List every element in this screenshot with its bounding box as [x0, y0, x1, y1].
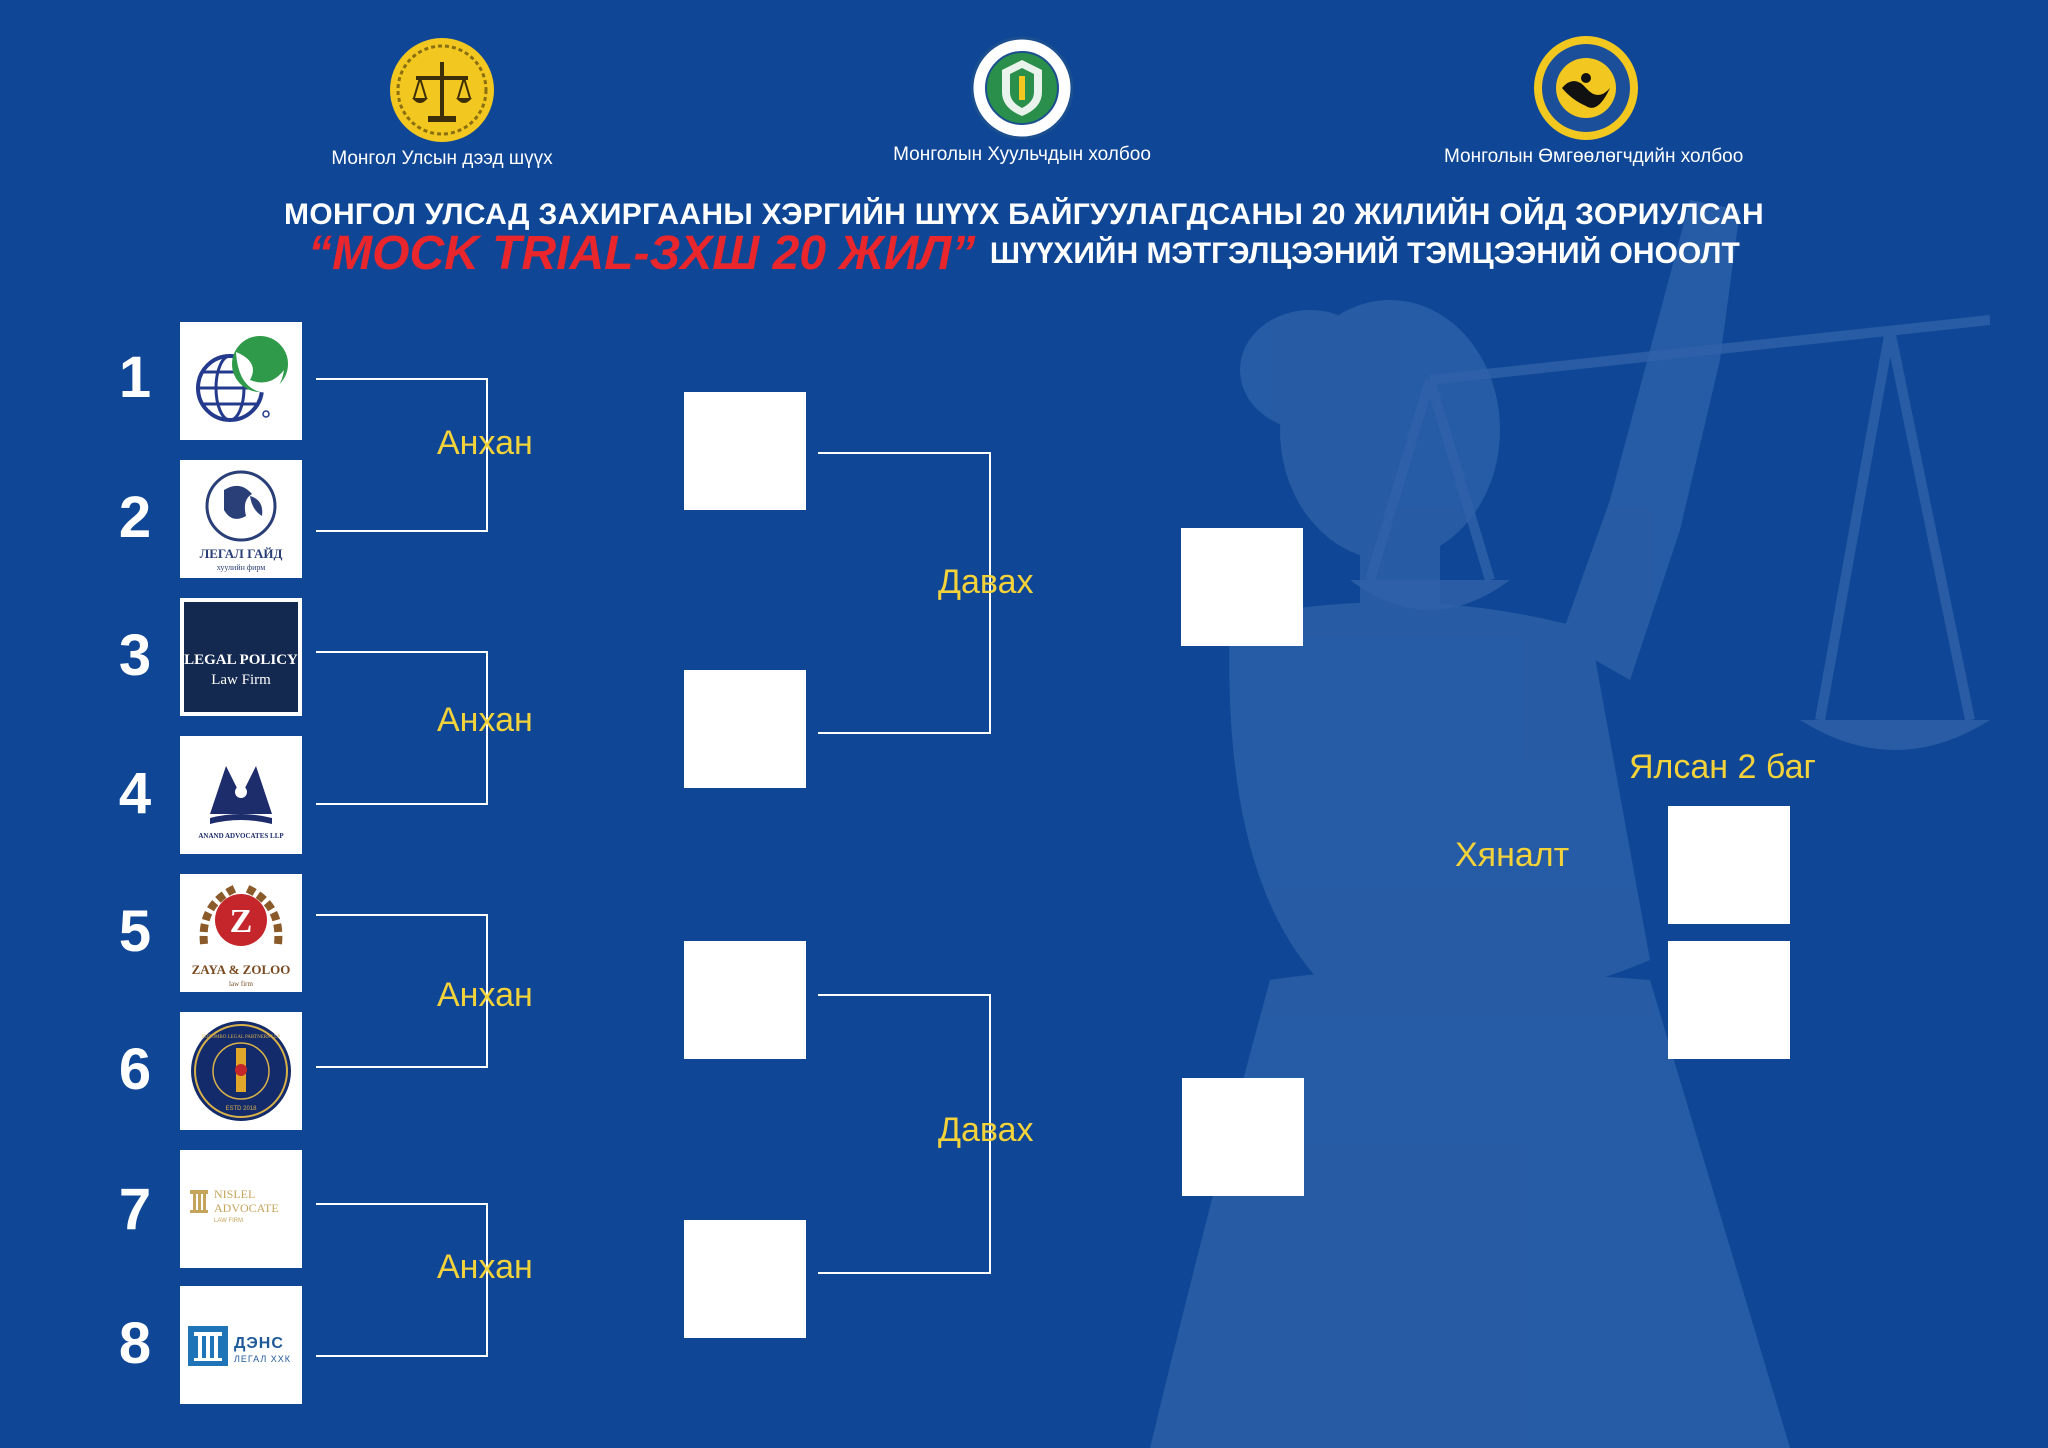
round-label-first: Анхан [437, 1248, 533, 1286]
team-logo-8[interactable]: ДЭНС ЛЕГАЛ ХХК [180, 1286, 302, 1404]
org-label: Монгол Улсын дээд шүүх [331, 148, 553, 169]
seed-number: 1 [118, 345, 152, 410]
logo-text: ЛЕГАЛ ГАЙД [200, 546, 283, 561]
team-logo-7[interactable]: NISLEL ADVOCATE LAW FIRM [180, 1150, 302, 1268]
round-label-first: Анхан [437, 424, 533, 462]
round-label-second: Давах [938, 563, 1034, 601]
logo-subtext: хуулийн фирм [217, 563, 266, 572]
team-logo-2[interactable]: ЛЕГАЛ ГАЙД хуулийн фирм [180, 460, 302, 578]
logo-subtext: law firm [229, 980, 253, 988]
bar-association-emblem-icon [970, 36, 1074, 140]
winner-slot-qf1[interactable] [684, 392, 806, 510]
dens-legal-logo-icon: ДЭНС ЛЕГАЛ ХХК [188, 1326, 291, 1366]
title-line2: ШҮҮХИЙН МЭТГЭЛЦЭЭНИЙ ТЭМЦЭЭНИЙ ОНООЛТ [989, 236, 1740, 270]
team-logo-6[interactable]: SOTOMBO LEGAL PARTNERS LLP ESTD 2018 [180, 1012, 302, 1130]
title-highlight: “MOCK TRIAL-ЗХШ 20 ЖИЛ” [308, 227, 976, 280]
finalist-slot-2[interactable] [1668, 941, 1790, 1059]
logo-text: ZAYA & ZOLOO [192, 962, 291, 977]
supreme-court-emblem-icon [390, 38, 494, 142]
logo-subtext: ESTD 2018 [225, 1106, 257, 1112]
round-label-third: Хяналт [1455, 836, 1570, 874]
team-logo-1[interactable] [180, 322, 302, 440]
logo-subtext: Law Firm [211, 672, 271, 688]
nislel-advocate-logo-icon: NISLEL ADVOCATE LAW FIRM [190, 1187, 279, 1224]
logo-text: NISLEL [214, 1187, 255, 1201]
round-label-first: Анхан [437, 976, 533, 1014]
globe-yin-yang-logo-icon [196, 336, 288, 422]
legal-guide-logo-icon: ЛЕГАЛ ГАЙД хуулийн фирм [200, 470, 283, 572]
winner-slot-qf2[interactable] [684, 670, 806, 788]
svg-text:Z: Z [230, 903, 253, 940]
team-logo-4[interactable]: ANAND ADVOCATES LLP [180, 736, 302, 854]
winner-slot-sf2[interactable] [1182, 1078, 1304, 1196]
finalist-slot-1[interactable] [1668, 806, 1790, 924]
logo-text: LEGAL POLICY [184, 652, 298, 668]
anand-advocates-logo-icon: ANAND ADVOCATES LLP [198, 766, 284, 840]
finalists-label: Ялсан 2 баг [1629, 748, 1816, 786]
logo-subtext: LAW FIRM [214, 1218, 243, 1224]
round-label-first: Анхан [437, 701, 533, 739]
org-advocates-association: Монголын Өмгөөлөгчдийн холбоо [1444, 34, 1744, 168]
seed-number: 6 [118, 1037, 152, 1102]
sotombo-legal-logo-icon: SOTOMBO LEGAL PARTNERS LLP ESTD 2018 [191, 1021, 291, 1121]
seed-number: 3 [118, 623, 152, 688]
seed-number: 5 [118, 899, 152, 964]
zaya-zoloo-logo-icon: Z ZAYA & ZOLOO law firm [192, 884, 291, 988]
seed-number: 7 [118, 1177, 152, 1242]
logo-subtext: ЛЕГАЛ ХХК [234, 1354, 291, 1364]
team-logo-5[interactable]: Z ZAYA & ZOLOO law firm [180, 874, 302, 992]
page-title: МОНГОЛ УЛСАД ЗАХИРГААНЫ ХЭРГИЙН ШҮҮХ БАЙ… [284, 198, 1764, 231]
logo-text2: ADVOCATE [214, 1201, 279, 1215]
winner-slot-qf3[interactable] [684, 941, 806, 1059]
org-bar-association: Монголын Хуульчдын холбоо [880, 36, 1164, 166]
logo-text: SOTOMBO LEGAL PARTNERS LLP [202, 1035, 280, 1040]
winner-slot-qf4[interactable] [684, 1220, 806, 1338]
logo-text: ДЭНС [234, 1335, 284, 1352]
seed-number: 4 [118, 761, 152, 826]
advocates-association-emblem-icon [1534, 36, 1638, 140]
org-label: Монголын Хуульчдын холбоо [893, 144, 1151, 165]
round-label-second: Давах [938, 1111, 1034, 1149]
lady-justice-watermark-icon [1150, 200, 1990, 1448]
legal-policy-logo-icon: LEGAL POLICY Law Firm [184, 602, 298, 712]
winner-slot-sf1[interactable] [1181, 528, 1303, 646]
org-label: Монголын Өмгөөлөгчдийн холбоо [1444, 146, 1744, 167]
page-subtitle: “MOCK TRIAL-ЗХШ 20 ЖИЛ” ШҮҮХИЙН МЭТГЭЛЦЭ… [0, 226, 2048, 281]
seed-number: 8 [118, 1311, 152, 1376]
logo-text: ANAND ADVOCATES LLP [198, 832, 284, 840]
team-logo-3[interactable]: LEGAL POLICY Law Firm [180, 598, 302, 716]
org-supreme-court: Монгол Улсын дээд шүүх [300, 36, 584, 170]
seed-number: 2 [118, 485, 152, 550]
